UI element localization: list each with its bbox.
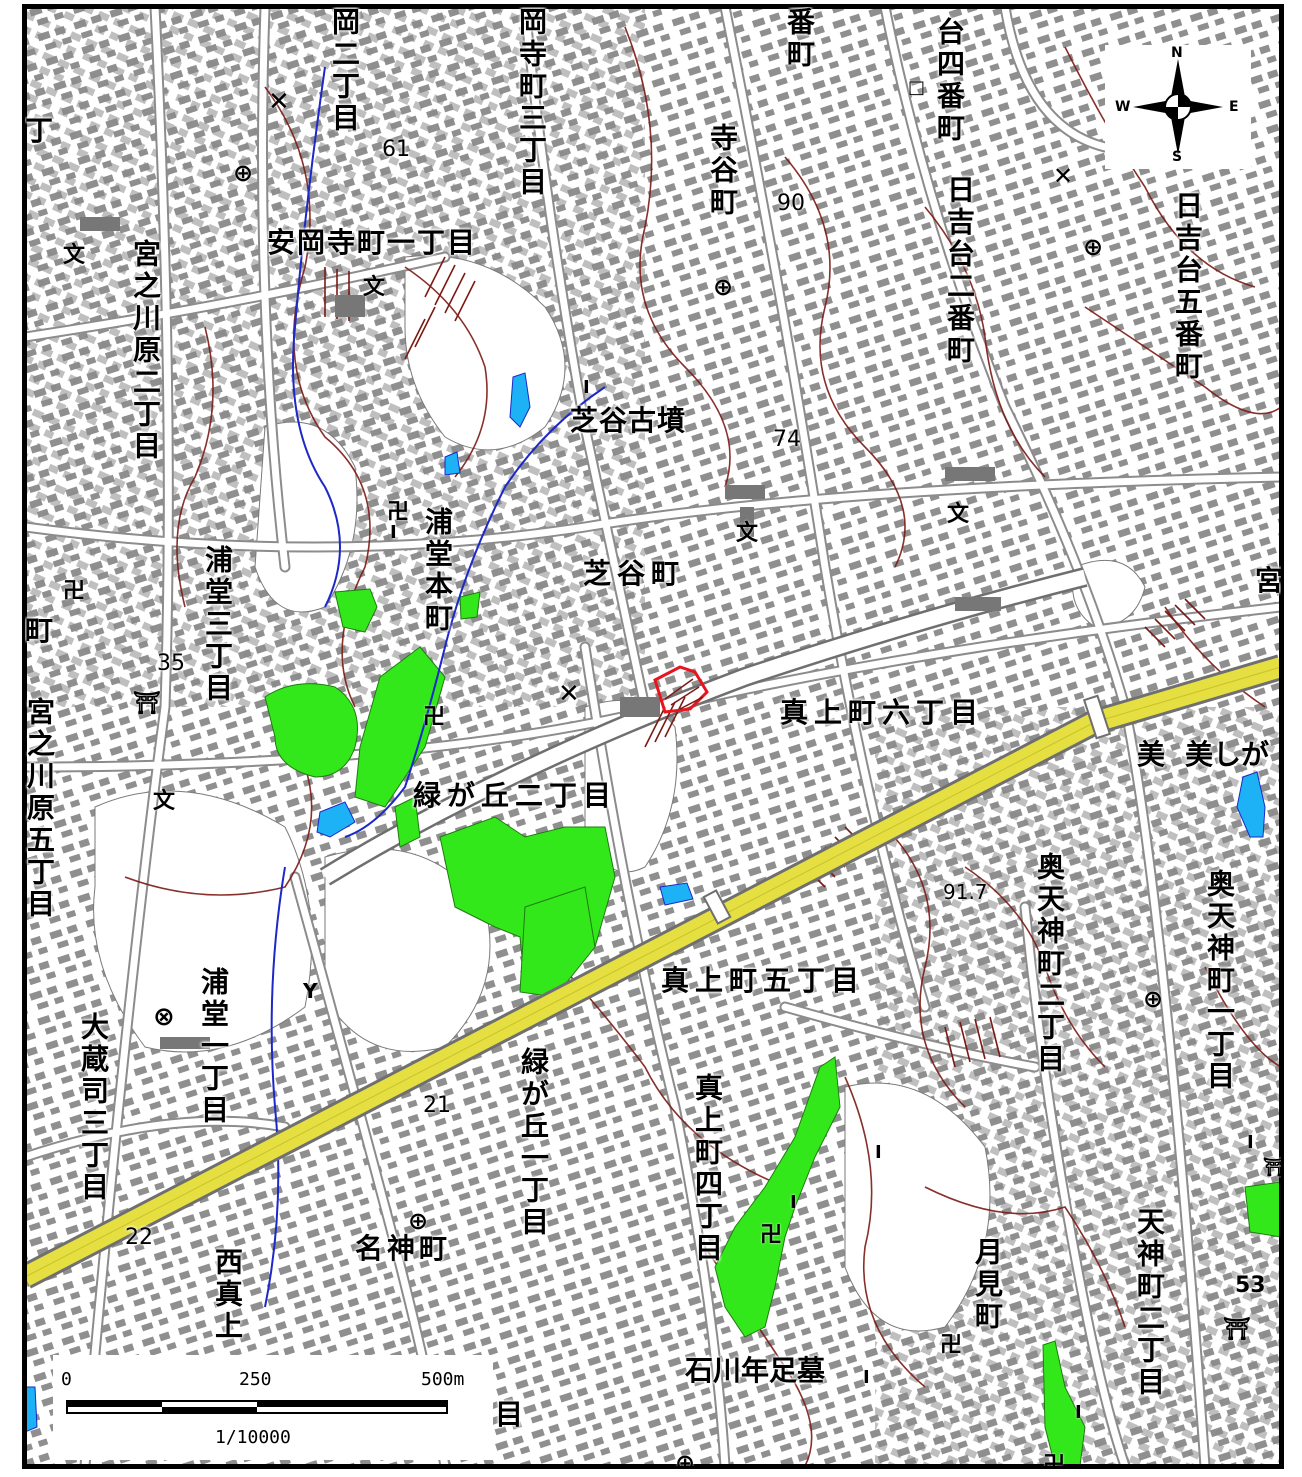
shrine-icon: ⛩ — [1263, 1157, 1284, 1178]
place-label: 番町 — [783, 7, 816, 71]
temple-icon: 卍 — [423, 705, 446, 730]
power-station-icon: Y — [303, 979, 318, 1003]
elevation-label: 22 — [125, 1225, 153, 1250]
compass-icon — [1133, 59, 1223, 155]
compass-west: W — [1115, 99, 1131, 115]
compass-rose: N S E W — [1105, 45, 1251, 169]
compass-east: E — [1229, 99, 1239, 115]
police-box-icon: ✕ — [1053, 162, 1074, 190]
place-label: 真上町四丁目 — [691, 1073, 724, 1265]
monument-icon: I — [583, 377, 590, 398]
place-label: 名神町 — [355, 1232, 452, 1265]
place-label: 緑が丘一丁目 — [517, 1047, 550, 1239]
temple-icon: 卍 — [940, 1333, 963, 1358]
temple-icon: 卍 — [387, 500, 410, 525]
place-label: 日吉台二番町 — [943, 175, 976, 367]
monument-icon: I — [390, 522, 397, 543]
police-box-icon: ✕ — [558, 679, 580, 709]
place-label: 宮之川原二丁目 — [129, 239, 162, 463]
scale-mid: 250 — [239, 1369, 272, 1390]
place-label: 日吉台五番町 — [1171, 191, 1204, 383]
temple-icon: 卍 — [760, 1223, 783, 1248]
place-label: 寺谷町 — [706, 123, 739, 219]
ponds — [25, 372, 1266, 1433]
place-label: 目 — [495, 1398, 524, 1431]
shrine-icon: ⛩ — [133, 691, 161, 716]
expressway-meishin — [25, 654, 1281, 1289]
place-label: 浦堂三丁目 — [201, 545, 234, 705]
large-buildings — [80, 217, 1001, 1049]
survey-area-outline — [653, 665, 709, 714]
temple-icon: 卍 — [1043, 1453, 1066, 1469]
place-label: 浦堂本町 — [421, 507, 454, 635]
elevation-label: 74 — [773, 427, 801, 452]
monument-icon: I — [790, 1192, 797, 1213]
scale-zero: 0 — [61, 1369, 72, 1390]
elevation-label: 21 — [423, 1093, 451, 1118]
place-label: 奥天神町二丁目 — [1033, 852, 1066, 1076]
compass-south: S — [1172, 149, 1183, 165]
school-icon: 文 — [947, 502, 970, 527]
post-office-icon: ⊕ — [1143, 985, 1164, 1013]
place-label: 台四番町 — [933, 17, 966, 145]
map-canvas[interactable] — [25, 7, 1281, 1466]
expressway-overpasses — [702, 694, 1112, 925]
place-label: 緑が丘二丁目 — [413, 779, 618, 812]
post-office-icon: ⊕ — [675, 1449, 696, 1469]
scale-end: 500m — [421, 1369, 465, 1390]
monument-icon: I — [863, 1367, 870, 1388]
school-icon: 文 — [153, 789, 176, 814]
place-label: 芝谷古墳 — [570, 404, 687, 437]
place-label: 美 — [1137, 738, 1166, 771]
forest-areas — [264, 588, 1281, 1466]
post-office-icon: ⊕ — [408, 1207, 429, 1235]
scale-graphic — [66, 1400, 448, 1414]
building-icon: □ — [908, 77, 926, 98]
post-office-icon: ⊕ — [1083, 233, 1104, 261]
place-label: 宮 — [1255, 564, 1284, 597]
waterways — [264, 66, 606, 1308]
place-label: 西真上 — [211, 1247, 244, 1343]
elevation-label: 35 — [157, 651, 185, 676]
elevation-label: 91.7 — [943, 880, 988, 904]
place-label: 美しが — [1185, 738, 1270, 771]
elevation-label: 61 — [382, 137, 410, 162]
place-label: 石川年足墓 — [685, 1354, 826, 1387]
place-label: 芝谷町 — [583, 557, 686, 590]
school-icon: 文 — [736, 521, 759, 546]
place-label: 月見町 — [971, 1237, 1004, 1333]
place-label: 岡二丁目 — [328, 7, 361, 135]
elevation-label: 90 — [777, 191, 805, 216]
place-label: 宮之川原五丁目 — [23, 697, 56, 921]
factory-icon: ⊗ — [153, 1002, 175, 1032]
compass-north: N — [1171, 45, 1183, 61]
shrine-icon: ⛩ — [1223, 1317, 1251, 1342]
place-label: 真上町六丁目 — [780, 696, 985, 729]
post-office-icon: ⊕ — [233, 159, 254, 187]
monument-icon: I — [875, 1142, 882, 1163]
elevation-label: 53 — [1235, 1273, 1266, 1298]
place-label: 浦堂一丁目 — [197, 967, 230, 1127]
urban-texture-3 — [875, 707, 1281, 1466]
place-label: 岡寺町三丁目 — [515, 7, 548, 199]
place-label: 大蔵司三丁目 — [77, 1012, 110, 1204]
police-box-icon: ✕ — [268, 87, 290, 117]
scale-ratio: 1/10000 — [215, 1427, 291, 1448]
contour-lines — [124, 26, 1281, 1466]
post-office-icon: ⊕ — [713, 273, 734, 301]
place-label: 真上町五丁目 — [661, 964, 866, 997]
map-frame: ✕ 文 文 ⊕ ⊕ ⊕ ✕ □ 文 文 ✕ 文 卍 卍 卍 卍 卍 卍 ⛩ ⛩ … — [22, 4, 1284, 1469]
monument-icon: I — [1247, 1132, 1254, 1153]
school-icon: 文 — [63, 243, 86, 268]
place-label: 奥天神町一丁目 — [1203, 869, 1236, 1093]
school-icon: 文 — [363, 275, 386, 300]
scale-bar: 0 250 500m 1/10000 — [53, 1355, 493, 1460]
place-label: 天神町二丁目 — [1133, 1207, 1166, 1399]
place-label: 安岡寺町一丁目 — [267, 226, 478, 259]
monument-icon: I — [1075, 1402, 1082, 1423]
place-label: 丁 — [25, 114, 54, 147]
place-label: 町 — [25, 614, 54, 647]
temple-icon: 卍 — [63, 579, 86, 604]
